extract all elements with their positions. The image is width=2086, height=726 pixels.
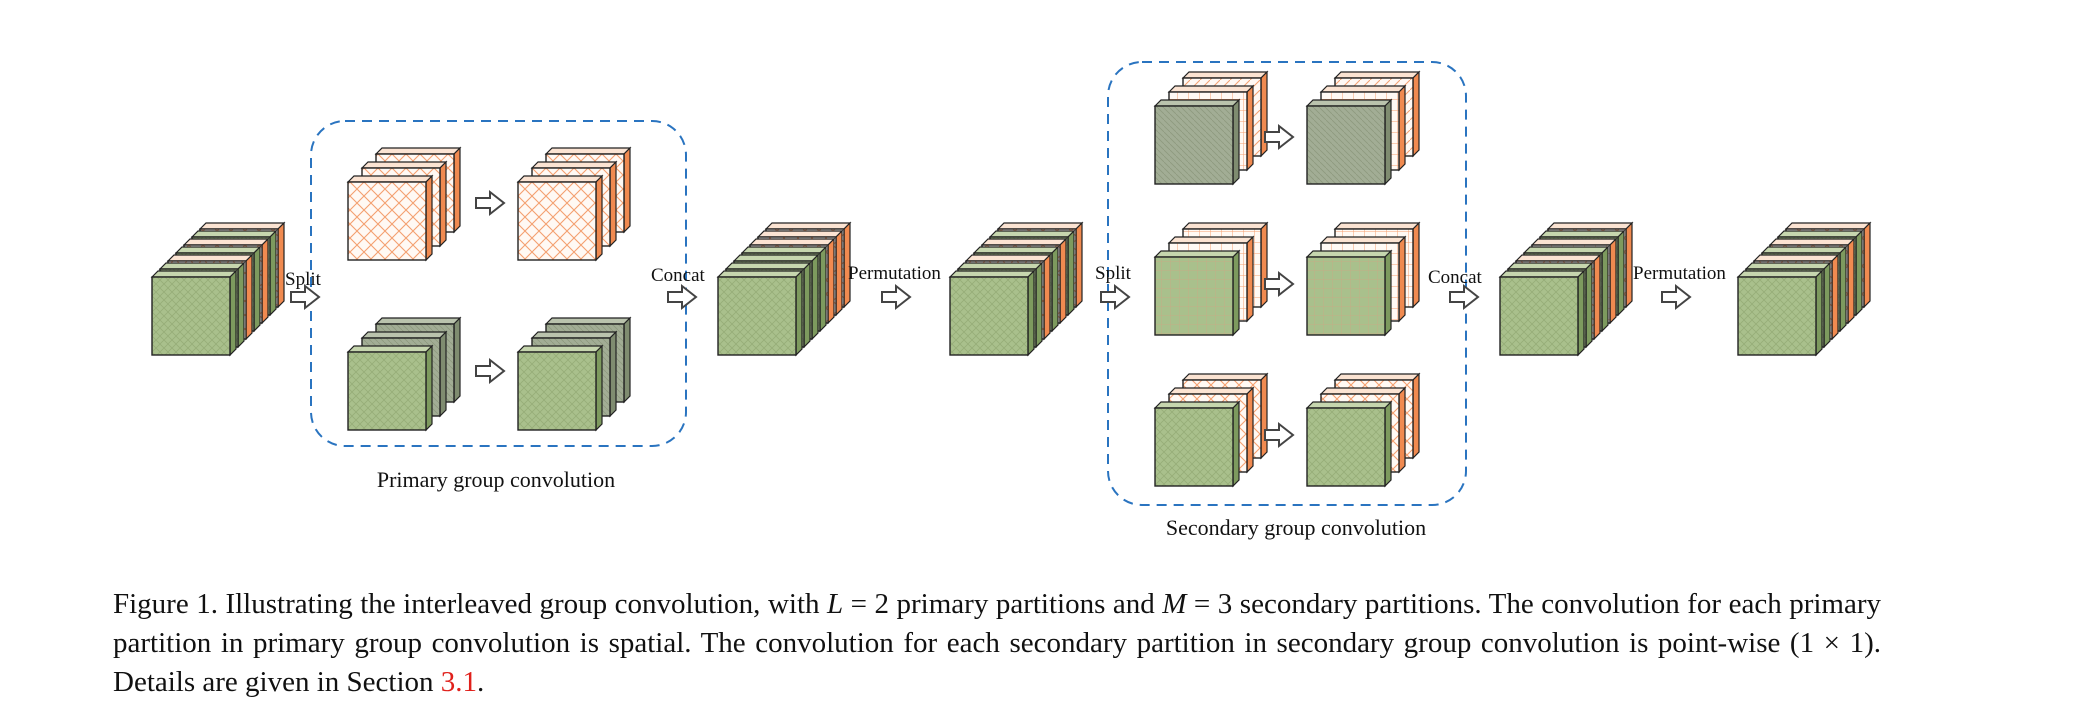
section-link[interactable]: 3.1 <box>440 666 478 698</box>
secondary-row2-output <box>1305 221 1421 337</box>
arrow-primary-bottom <box>475 357 506 385</box>
permutation-label-1: Permutation <box>848 263 941 284</box>
secondary-row1-input <box>1153 70 1269 186</box>
secondary-group-box <box>1107 61 1467 506</box>
feature-stack-concat-2 <box>1498 221 1634 357</box>
feature-stack-perm-1 <box>948 221 1084 357</box>
feature-stack-concat <box>716 221 852 357</box>
caption-text-3: secondary partitions. The convolution fo… <box>113 588 1882 698</box>
primary-group-title: Primary group convolution <box>377 467 615 492</box>
primary-green-input <box>346 316 462 432</box>
concat-label-2: Concat <box>1428 267 1483 288</box>
caption-end: . <box>477 666 485 698</box>
feature-stack-output <box>1736 221 1872 357</box>
feature-stack-input <box>150 221 286 357</box>
arrow-secondary-3 <box>1264 421 1295 449</box>
arrow-primary-top <box>475 189 506 217</box>
primary-green-output <box>516 316 632 432</box>
caption-eq-2: = 3 <box>1186 588 1233 620</box>
secondary-row3-output <box>1305 372 1421 488</box>
arrow-secondary-2 <box>1264 270 1295 298</box>
figure-caption: Figure 1. Illustrating the interleaved g… <box>113 585 1881 702</box>
arrow-concat-2 <box>1449 283 1480 311</box>
primary-orange-output <box>516 146 632 262</box>
split-label-1: Split <box>285 269 322 290</box>
arrow-secondary-1 <box>1264 123 1295 151</box>
arrow-permutation-2 <box>1661 283 1692 311</box>
permutation-label-2: Permutation <box>1633 263 1726 284</box>
secondary-row1-output <box>1305 70 1421 186</box>
split-label-2: Split <box>1095 263 1132 284</box>
secondary-row3-input <box>1153 372 1269 488</box>
caption-math-L: L <box>827 588 844 620</box>
secondary-group-title: Secondary group convolution <box>1166 515 1426 540</box>
figure-diagram: Split Concat Permutation Split Concat Pe… <box>150 61 1872 540</box>
arrow-permutation-1 <box>881 283 912 311</box>
arrow-concat-1 <box>667 283 698 311</box>
concat-label-1: Concat <box>651 265 706 286</box>
caption-text-1: Figure 1. Illustrating the interleaved g… <box>113 588 827 620</box>
caption-math-M: M <box>1162 588 1187 620</box>
arrow-split-2 <box>1100 283 1131 311</box>
caption-text-2: primary partitions and <box>889 588 1163 620</box>
primary-group-box <box>310 120 687 447</box>
secondary-row2-input <box>1153 221 1269 337</box>
caption-eq-1: = 2 <box>843 588 890 620</box>
arrow-split-1 <box>290 283 321 311</box>
primary-orange-input <box>346 146 462 262</box>
